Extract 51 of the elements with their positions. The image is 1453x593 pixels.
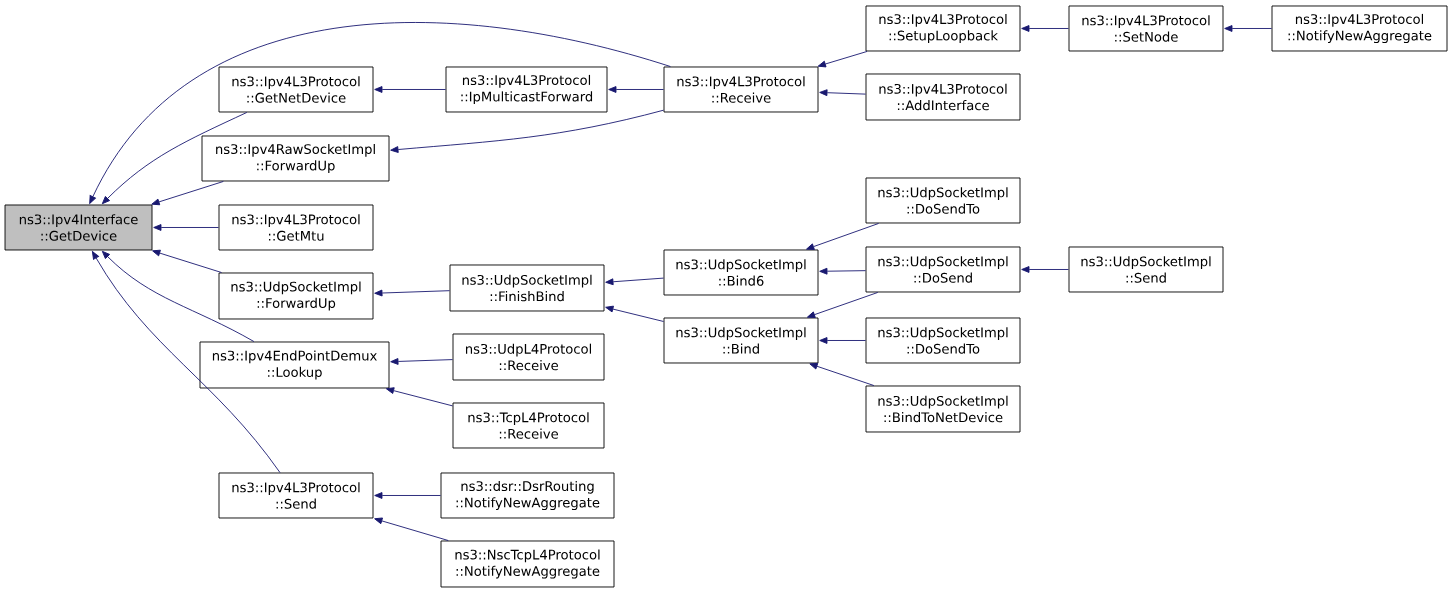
arrow bbox=[374, 492, 441, 499]
function-box: ns3::Ipv4L3Protocol ::GetMtu bbox=[218, 204, 374, 251]
function-box: ns3::Ipv4RawSocketImpl ::ForwardUp bbox=[201, 135, 390, 182]
arrow bbox=[819, 89, 866, 97]
arrow bbox=[809, 362, 875, 386]
function-box: ns3::UdpSocketImpl ::BindToNetDevice bbox=[865, 385, 1021, 433]
function-box: ns3::Ipv4L3Protocol ::AddInterface bbox=[865, 73, 1021, 121]
function-box: ns3::UdpSocketImpl ::FinishBind bbox=[449, 264, 605, 312]
arrow bbox=[819, 337, 866, 344]
arrow bbox=[374, 289, 450, 297]
function-box: ns3::Ipv4L3Protocol ::IpMulticastForward bbox=[445, 66, 608, 113]
arrow bbox=[819, 267, 866, 275]
function-box: ns3::UdpSocketImpl ::DoSend bbox=[865, 246, 1021, 293]
arrow bbox=[807, 292, 879, 318]
function-box: ns3::Ipv4L3Protocol ::GetNetDevice bbox=[218, 66, 374, 113]
arrow bbox=[91, 251, 281, 473]
arrow bbox=[817, 51, 868, 68]
arrow bbox=[374, 86, 446, 93]
arrow bbox=[152, 249, 222, 273]
function-box: ns3::UdpSocketImpl ::ForwardUp bbox=[218, 272, 374, 320]
function-box: ns3::UdpSocketImpl ::DoSendTo bbox=[865, 317, 1021, 364]
arrow bbox=[101, 250, 255, 342]
function-box: ns3::UdpSocketImpl ::Bind6 bbox=[663, 249, 819, 296]
function-box: ns3::NscTcpL4Protocol ::NotifyNewAggregate bbox=[440, 540, 615, 588]
arrow bbox=[385, 387, 453, 407]
function-box: ns3::UdpSocketImpl ::DoSendTo bbox=[865, 177, 1021, 224]
arrow bbox=[89, 22, 671, 204]
function-box: ns3::TcpL4Protocol ::Receive bbox=[452, 402, 605, 449]
arrow bbox=[605, 277, 664, 286]
function-box: ns3::UdpSocketImpl ::Send bbox=[1068, 246, 1224, 293]
arrow bbox=[374, 517, 449, 541]
function-box: ns3::Ipv4L3Protocol ::SetNode bbox=[1068, 5, 1224, 52]
function-box: ns3::Ipv4EndPointDemux ::Lookup bbox=[199, 341, 390, 389]
function-box: ns3::UdpSocketImpl ::Bind bbox=[663, 317, 819, 364]
function-box: ns3::UdpL4Protocol ::Receive bbox=[452, 333, 605, 381]
arrow bbox=[806, 223, 880, 250]
function-box: ns3::Ipv4Interface ::GetDevice bbox=[4, 204, 153, 251]
function-box: ns3::Ipv4L3Protocol ::Send bbox=[218, 472, 374, 519]
arrow bbox=[153, 224, 219, 231]
arrow bbox=[1224, 25, 1272, 32]
function-box: ns3::Ipv4L3Protocol ::Receive bbox=[663, 66, 819, 113]
arrow bbox=[390, 109, 664, 153]
arrow bbox=[151, 181, 224, 206]
arrow bbox=[390, 358, 453, 365]
arrow bbox=[1021, 25, 1069, 32]
function-box: ns3::Ipv4L3Protocol ::NotifyNewAggregate bbox=[1271, 5, 1448, 52]
function-box: ns3::dsr::DsrRouting ::NotifyNewAggregate bbox=[440, 472, 615, 519]
arrow bbox=[1021, 266, 1069, 273]
arrow bbox=[608, 86, 664, 93]
arrow bbox=[605, 305, 664, 322]
function-box: ns3::Ipv4L3Protocol ::SetupLoopback bbox=[865, 5, 1021, 52]
